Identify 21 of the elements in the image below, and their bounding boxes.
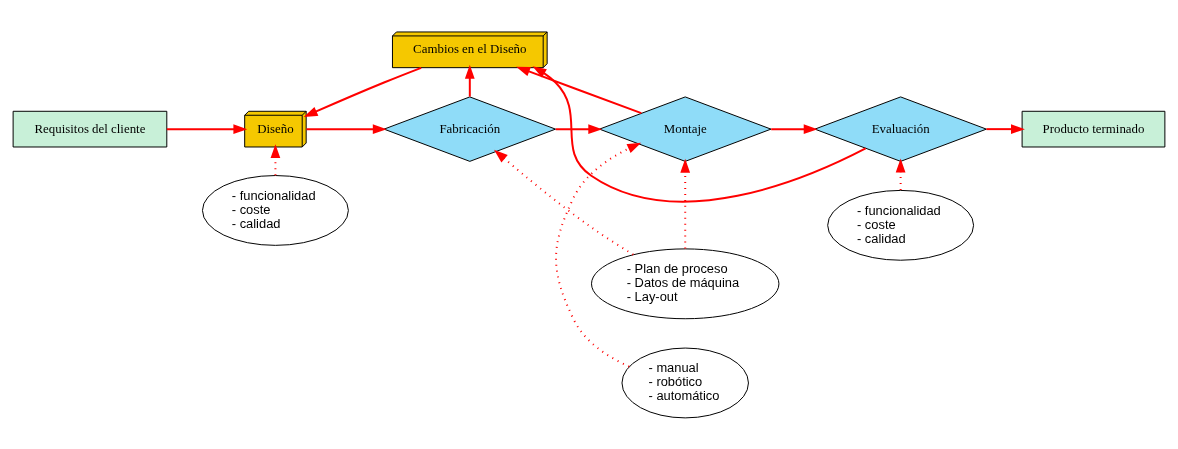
node-ellipse: - manual - robótico - automático (621, 347, 749, 418)
arrow (494, 149, 635, 256)
arrow (554, 123, 603, 134)
arrow (770, 123, 818, 134)
node-box: Requisitos del cliente (12, 110, 168, 147)
node-diamond: Montaje (598, 95, 772, 162)
arrow (303, 66, 423, 117)
arrow (680, 158, 691, 249)
node-ellipse: - funcionalidad - coste - calidad (827, 189, 975, 261)
arrow (895, 157, 906, 191)
arrow (464, 64, 475, 98)
arrow (516, 66, 643, 114)
arrow (985, 123, 1025, 134)
arrow (555, 142, 642, 367)
node-ellipse: - funcionalidad - coste - calidad (201, 174, 349, 246)
arrow (165, 123, 248, 134)
node-ellipse: - Plan de proceso - Datos de máquina - Lay-out (591, 247, 780, 319)
arrow (305, 123, 387, 134)
arrow (532, 65, 867, 203)
node-diamond: Evaluación (814, 95, 987, 162)
node-box: Producto terminado (1021, 110, 1166, 147)
